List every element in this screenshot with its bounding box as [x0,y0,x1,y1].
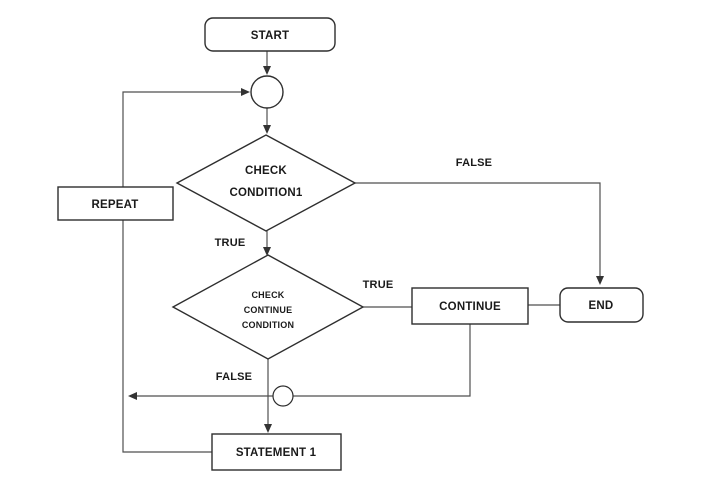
arrowhead-left-icon [128,392,137,400]
arrowhead-down-icon [263,247,271,256]
condition1-true-label: TRUE [215,237,246,249]
arrowhead-down-icon [263,66,271,75]
junction-circle [250,75,284,109]
check-continue-diamond [171,254,365,360]
arrowhead-right-icon [241,88,250,96]
check-continue-line1: CHECK [251,290,284,300]
continue-node [411,287,529,325]
arrowhead-down-icon [263,125,271,134]
arrowhead-down-icon [264,424,272,433]
check-continue-line2: CONTINUE [244,305,293,315]
edge-condition1-false-to-end [355,182,601,281]
end-node [559,287,644,323]
start-label: START [251,30,289,42]
repeat-label: REPEAT [92,199,139,211]
check-continue-line3: CONDITION [242,320,294,330]
edge-continue-to-repeat-line [132,324,471,397]
start-node [204,17,336,52]
continue-label: CONTINUE [439,301,501,313]
statement1-label: STATEMENT 1 [236,447,317,459]
check-condition1-line2: CONDITION1 [230,187,303,199]
statement1-node [211,433,342,471]
end-label: END [589,300,614,312]
condition1-false-label: FALSE [456,157,492,169]
arrowhead-down-icon [596,276,604,285]
edge-statement1-repeat-loop [122,91,246,453]
check-condition1-diamond [175,134,357,232]
continue-false-label: FALSE [216,371,252,383]
continue-true-label: TRUE [363,279,394,291]
repeat-node [57,186,174,221]
crossing-circle [272,385,294,407]
check-condition1-line1: CHECK [245,165,287,177]
